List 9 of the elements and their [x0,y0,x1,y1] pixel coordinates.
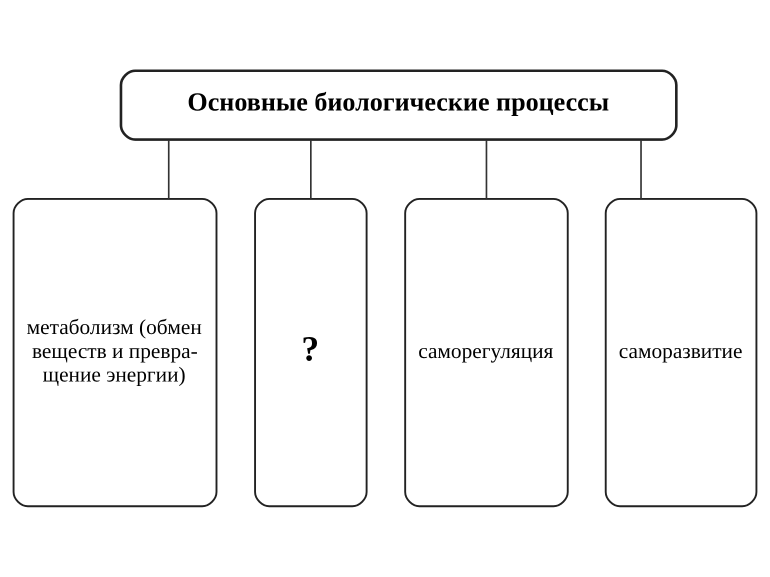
node-box: саморазвитие [604,198,758,508]
node-box: ? [254,198,368,508]
connector [168,140,170,199]
connector [310,140,312,199]
node-box: метаболизм (обмен веществ и превра- щение энергии) [12,198,218,508]
connector [640,140,642,199]
node-box: Основные биологические процессы [120,69,678,141]
connector [486,140,488,199]
node-box: саморегуляция [404,198,569,508]
